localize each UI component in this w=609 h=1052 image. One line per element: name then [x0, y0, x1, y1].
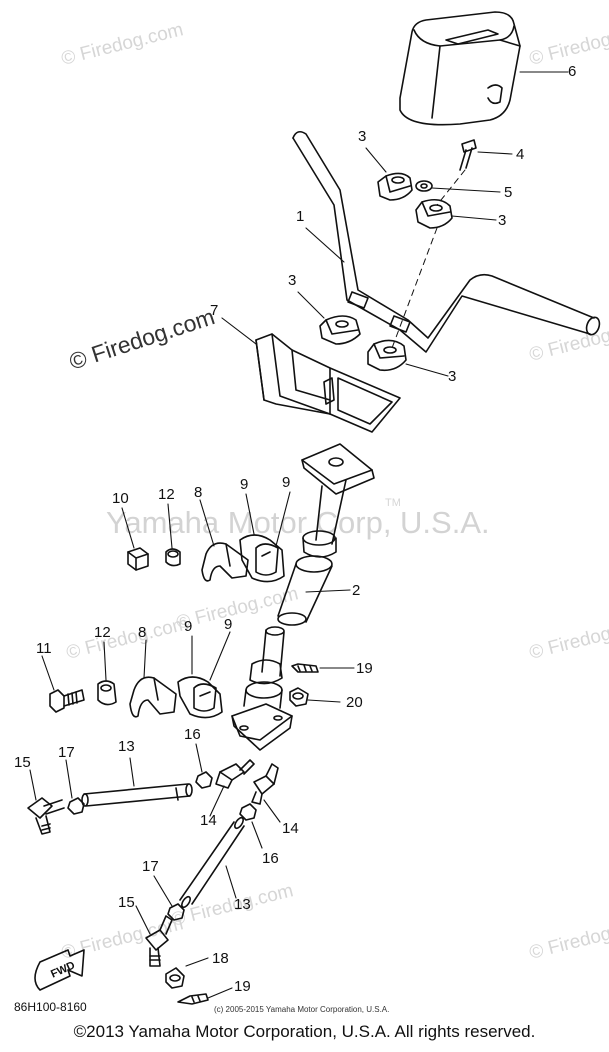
tie-rod-upper	[81, 783, 193, 807]
tie-rod-lower	[179, 816, 245, 909]
steering-column-lower	[231, 626, 293, 751]
callout: 6	[568, 63, 577, 80]
ball-joint-lower	[145, 915, 173, 967]
callout: 7	[210, 302, 219, 319]
bushing-holder-lower	[129, 676, 223, 719]
bolt-19-lower	[177, 993, 209, 1005]
part-code: 86H100-8160	[14, 1000, 87, 1014]
callout: 9	[224, 616, 233, 633]
nut-17-upper	[67, 797, 85, 815]
callout: 17	[58, 744, 75, 761]
trademark-mark: TM	[385, 497, 401, 509]
column-bracket	[255, 333, 401, 433]
nut-20	[289, 687, 309, 707]
callout: 14	[282, 820, 299, 837]
callout: 15	[118, 894, 135, 911]
callout: 9	[184, 618, 193, 635]
callout: 15	[14, 754, 31, 771]
washer-12-lower	[97, 680, 117, 706]
callout: 2	[352, 582, 361, 599]
steering-column-upper	[277, 443, 375, 626]
handlebar-pad	[399, 11, 521, 126]
callout: 8	[138, 624, 147, 641]
fwd-arrow-label: FWD	[49, 959, 77, 980]
callout: 3	[448, 368, 457, 385]
small-copyright: (c) 2005-2015 Yamaha Motor Corporation, …	[214, 1005, 390, 1014]
callout: 13	[118, 738, 135, 755]
handlebar-holder-upper-left	[377, 172, 413, 201]
callout: 16	[262, 850, 279, 867]
callout: 8	[194, 484, 203, 501]
nut-18	[165, 967, 185, 989]
callout: 5	[504, 184, 513, 201]
ball-joint-upper	[27, 797, 65, 835]
tie-rod-end-lower	[251, 763, 279, 805]
nut-16-upper	[195, 771, 213, 789]
handlebar	[292, 130, 601, 353]
tie-rod-end-upper	[215, 759, 255, 789]
callout: 12	[158, 486, 175, 503]
callout: 12	[94, 624, 111, 641]
nut-10	[127, 547, 149, 571]
callout: 10	[112, 490, 129, 507]
nut-17-lower	[167, 903, 185, 921]
handlebar-holder-lower-left	[319, 315, 361, 345]
callout: 9	[240, 476, 249, 493]
handlebar-holder-lower-right	[367, 339, 407, 372]
callout: 19	[356, 660, 373, 677]
nut-16-lower	[239, 803, 257, 821]
callout: 14	[200, 812, 217, 829]
handlebar-holder-upper-right	[415, 198, 453, 229]
callout: 19	[234, 978, 251, 995]
bolt	[459, 139, 477, 171]
callout: 9	[282, 474, 291, 491]
callout: 3	[498, 212, 507, 229]
callout: 11	[36, 640, 52, 657]
callout: 4	[516, 146, 525, 163]
bushing-holder-upper	[201, 534, 285, 583]
washer-12-upper	[165, 548, 181, 567]
bolt-11	[49, 689, 85, 713]
callout: 18	[212, 950, 229, 967]
callout: 17	[142, 858, 159, 875]
washer	[415, 180, 433, 192]
footer-copyright: ©2013 Yamaha Motor Corporation, U.S.A. A…	[73, 1022, 536, 1041]
callout: 3	[288, 272, 297, 289]
bolt-19-upper	[291, 663, 319, 673]
callout: 20	[346, 694, 363, 711]
fwd-arrow	[34, 949, 85, 991]
callout: 3	[358, 128, 367, 145]
callout: 16	[184, 726, 201, 743]
callout: 1	[296, 208, 305, 225]
callout: 13	[234, 896, 251, 913]
